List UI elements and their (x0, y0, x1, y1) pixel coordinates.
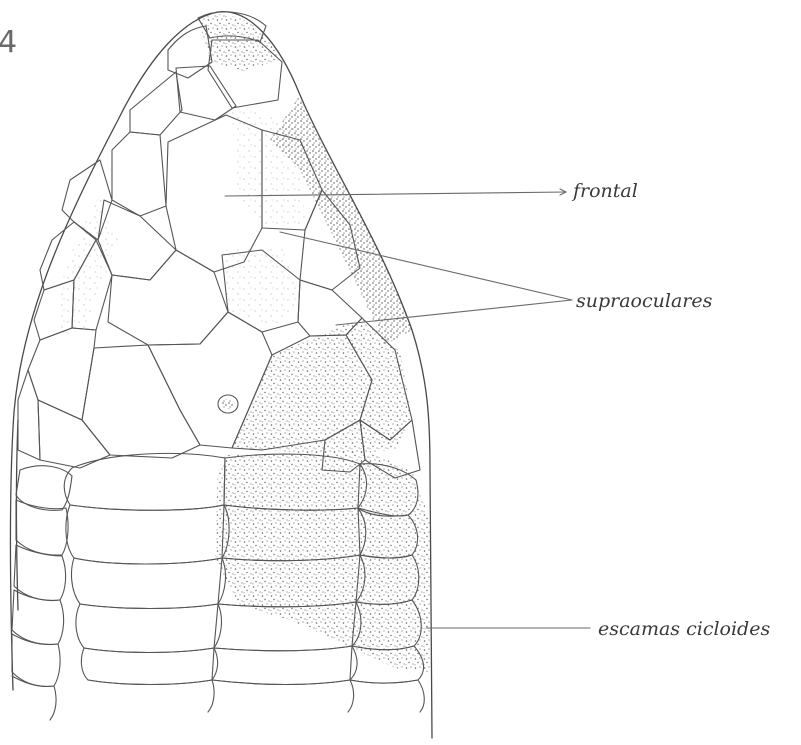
label-frontal: frontal (571, 180, 638, 202)
label-supraoculares: supraoculares (576, 290, 713, 312)
figure-number: 4 (0, 25, 17, 60)
label-escamas-cicloides: escamas cicloides (598, 618, 770, 640)
stippled-shading (60, 15, 430, 672)
supraoculares-leader-upper (280, 232, 572, 300)
